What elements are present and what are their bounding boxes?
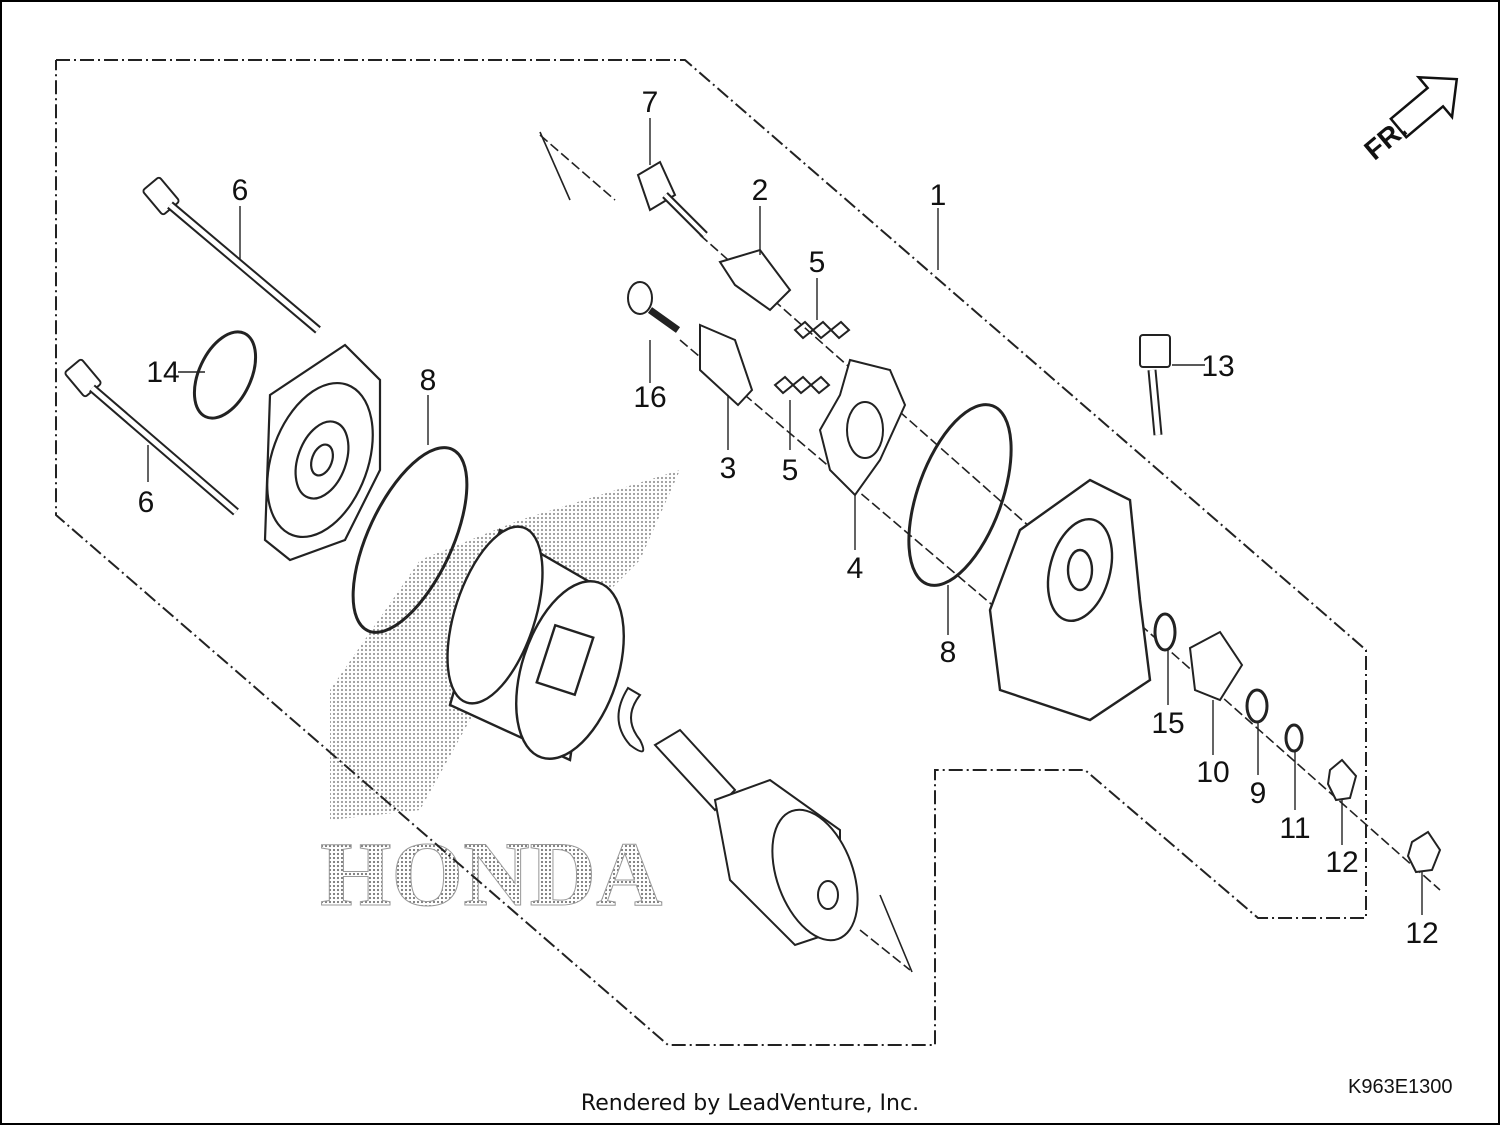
o-ring-small (192, 330, 258, 420)
nut-12-lower (1406, 830, 1442, 874)
nut-12-upper (1326, 758, 1358, 802)
callout-16: 16 (633, 381, 666, 414)
brush-spring-upper (793, 320, 851, 340)
callout-6-lower: 6 (138, 486, 155, 519)
through-bolt-upper (142, 176, 321, 334)
callout-labels: 1 2 3 4 5 5 6 6 7 8 8 9 10 11 12 12 13 1… (138, 86, 1439, 950)
front-direction-indicator: FR. (1358, 75, 1459, 166)
gear-10 (1188, 630, 1244, 702)
snap-ring (617, 686, 645, 753)
callout-2: 2 (752, 174, 769, 207)
callout-8-right: 8 (940, 636, 957, 669)
through-bolt-lower (64, 358, 239, 516)
callout-4: 4 (847, 552, 864, 585)
brush-holder-plate (818, 358, 907, 497)
brush-spring-lower (773, 375, 831, 395)
callout-10: 10 (1196, 756, 1229, 789)
callout-14: 14 (146, 356, 179, 389)
callout-7: 7 (642, 86, 659, 119)
callout-3: 3 (720, 452, 737, 485)
o-ring-left (351, 446, 469, 634)
arrow-right-icon (1389, 75, 1459, 139)
callout-8-left: 8 (420, 364, 437, 397)
callout-15: 15 (1151, 707, 1184, 740)
armature (653, 728, 859, 947)
axis-arrows (539, 131, 913, 973)
washer-15 (1153, 612, 1177, 652)
callout-1: 1 (930, 179, 947, 212)
callout-5-lower: 5 (782, 454, 799, 487)
watermark-text: HONDA (320, 823, 662, 925)
leader-lines (147, 118, 1423, 915)
assembly-outline (55, 59, 1367, 1046)
callout-11: 11 (1279, 812, 1310, 845)
rear-housing (988, 478, 1152, 722)
callout-12-upper: 12 (1325, 846, 1358, 879)
render-credit: Rendered by LeadVenture, Inc. (580, 1091, 920, 1116)
washer-11 (1284, 723, 1304, 753)
washer-9 (1245, 688, 1269, 724)
front-cover (263, 343, 382, 562)
callout-5-upper: 5 (809, 246, 826, 279)
callout-13: 13 (1201, 350, 1234, 383)
motor-yoke (446, 525, 625, 762)
callout-12-lower: 12 (1405, 917, 1438, 950)
diagram-code: K963E1300 (1348, 1076, 1453, 1098)
callout-6-upper: 6 (232, 174, 249, 207)
brush-lower (699, 323, 754, 407)
brush-terminal-bolt (636, 160, 708, 238)
terminal-screw (627, 281, 681, 333)
brush-upper (718, 248, 792, 312)
o-ring-right (907, 403, 1013, 587)
callout-9: 9 (1250, 777, 1267, 810)
mounting-bolt (1139, 334, 1171, 436)
